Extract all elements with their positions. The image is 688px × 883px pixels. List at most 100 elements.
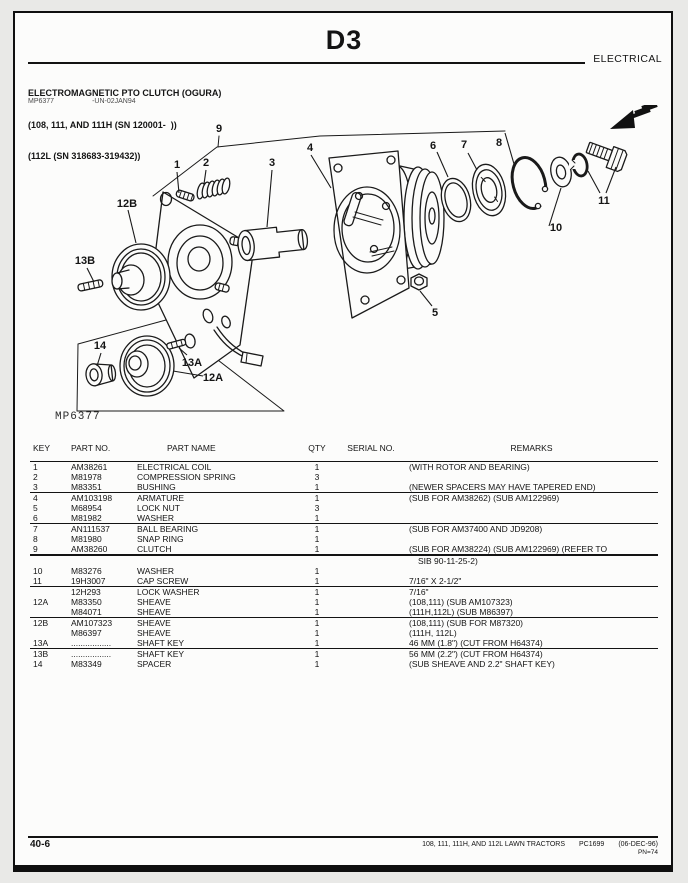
cell-serial_no bbox=[337, 503, 405, 513]
page-turn-arrow-icon bbox=[610, 105, 658, 129]
cell-part_no: M83276 bbox=[71, 566, 102, 576]
cell-qty: 1 bbox=[314, 628, 320, 638]
cell-serial_no bbox=[337, 638, 405, 648]
cell-key bbox=[30, 607, 71, 617]
callout-13A: 13A bbox=[182, 357, 202, 369]
callout-8: 8 bbox=[496, 137, 502, 149]
cell-remarks bbox=[405, 472, 658, 482]
cell-part_no: M81982 bbox=[71, 513, 102, 523]
cell-remarks: (SUB SHEAVE AND 2.2" SHAFT KEY) bbox=[409, 659, 555, 669]
callout-5: 5 bbox=[432, 307, 438, 319]
table-row: SIB 90-11-25-2) bbox=[30, 554, 658, 566]
cell-part_no: M83349 bbox=[71, 659, 102, 669]
cell-serial_no bbox=[337, 556, 405, 566]
cell-remarks: (111H, 112L) bbox=[409, 628, 457, 638]
cell-serial_no bbox=[337, 482, 405, 492]
cell-part_name: SHEAVE bbox=[137, 618, 171, 628]
callout-11: 11 bbox=[598, 195, 610, 207]
cell-remarks: 7/16" X 2-1/2" bbox=[409, 576, 462, 586]
cell-serial_no bbox=[337, 462, 405, 472]
cell-part_name: ELECTRICAL COIL bbox=[137, 462, 212, 472]
cell-qty: 1 bbox=[314, 659, 320, 669]
cell-serial_no bbox=[337, 618, 405, 628]
cell-part_no: M83350 bbox=[71, 597, 102, 607]
lock-washer bbox=[569, 152, 589, 178]
cell-remarks: 56 MM (2.2") (CUT FROM H64374) bbox=[409, 649, 543, 659]
cell-serial_no bbox=[337, 659, 405, 669]
cell-key: 1 bbox=[33, 462, 38, 472]
cell-part_no: ................. bbox=[71, 638, 112, 648]
cell-part_name: SHAFT KEY bbox=[137, 638, 185, 648]
cell-part_name: SHEAVE bbox=[137, 597, 171, 607]
cell-qty: 1 bbox=[314, 649, 320, 659]
cell-remarks: (111H,112L) (SUB M86397) bbox=[409, 607, 513, 617]
column-header: SERIAL NO. bbox=[347, 443, 395, 453]
callout-13B: 13B bbox=[75, 255, 95, 267]
cell-part_name: BUSHING bbox=[137, 482, 176, 492]
cell-part_no bbox=[71, 556, 137, 566]
footer-pn: PN=74 bbox=[637, 849, 658, 856]
cell-part_name: SHAFT KEY bbox=[137, 649, 185, 659]
footer-publication: 108, 111, 111H, AND 112L LAWN TRACTORS PC… bbox=[422, 841, 658, 848]
section-label: ELECTRICAL bbox=[593, 53, 662, 65]
sheave-12b bbox=[111, 243, 171, 311]
cap-screw bbox=[585, 141, 628, 173]
cell-qty: 1 bbox=[314, 462, 320, 472]
cell-part_no: M86397 bbox=[71, 628, 102, 638]
cell-key bbox=[30, 556, 71, 566]
cell-part_no: M81980 bbox=[71, 534, 102, 544]
cell-remarks: (SUB FOR AM38262) (SUB AM122969) bbox=[409, 493, 560, 503]
cell-remarks bbox=[405, 503, 658, 513]
cell-qty: 1 bbox=[314, 566, 320, 576]
cell-part_no: M68954 bbox=[71, 503, 102, 513]
footer-model: 108, 111, 111H, AND 112L LAWN TRACTORS bbox=[422, 841, 566, 848]
page-border-frame bbox=[13, 11, 673, 872]
snap-ring bbox=[510, 156, 555, 210]
cell-remarks bbox=[405, 534, 658, 544]
callout-2: 2 bbox=[203, 157, 209, 169]
cell-key: 13A bbox=[33, 638, 49, 648]
cell-part_no: AM103198 bbox=[71, 493, 113, 503]
callout-6: 6 bbox=[430, 140, 436, 152]
column-header: PART NAME bbox=[167, 443, 216, 453]
cell-key: 7 bbox=[33, 524, 38, 534]
callout-12B: 12B bbox=[117, 198, 137, 210]
cell-key: 2 bbox=[33, 472, 38, 482]
callout-9: 9 bbox=[216, 123, 222, 135]
cell-remarks bbox=[405, 513, 658, 523]
cell-serial_no bbox=[337, 534, 405, 544]
cell-part_no: AM107323 bbox=[71, 618, 113, 628]
cell-qty: 1 bbox=[314, 607, 320, 617]
cell-qty: 1 bbox=[314, 513, 320, 523]
cell-part_no: ................. bbox=[71, 649, 112, 659]
cell-part_name: CAP SCREW bbox=[137, 576, 189, 586]
column-header: QTY bbox=[308, 443, 326, 453]
figure-meta: MP6377-UN-02JAN94 bbox=[28, 98, 136, 105]
cell-key: 6 bbox=[33, 513, 38, 523]
footer-page-number: 40-6 bbox=[30, 839, 51, 850]
bushing bbox=[237, 226, 309, 262]
cell-qty: 1 bbox=[314, 618, 320, 628]
cell-qty: 1 bbox=[314, 493, 320, 503]
cell-qty bbox=[297, 556, 337, 566]
cell-part_name: WASHER bbox=[137, 566, 174, 576]
cell-key: 9 bbox=[33, 544, 38, 554]
page-code: D3 bbox=[325, 25, 363, 55]
cell-serial_no bbox=[337, 628, 405, 638]
footer-catalog: PC1699 bbox=[579, 841, 605, 848]
